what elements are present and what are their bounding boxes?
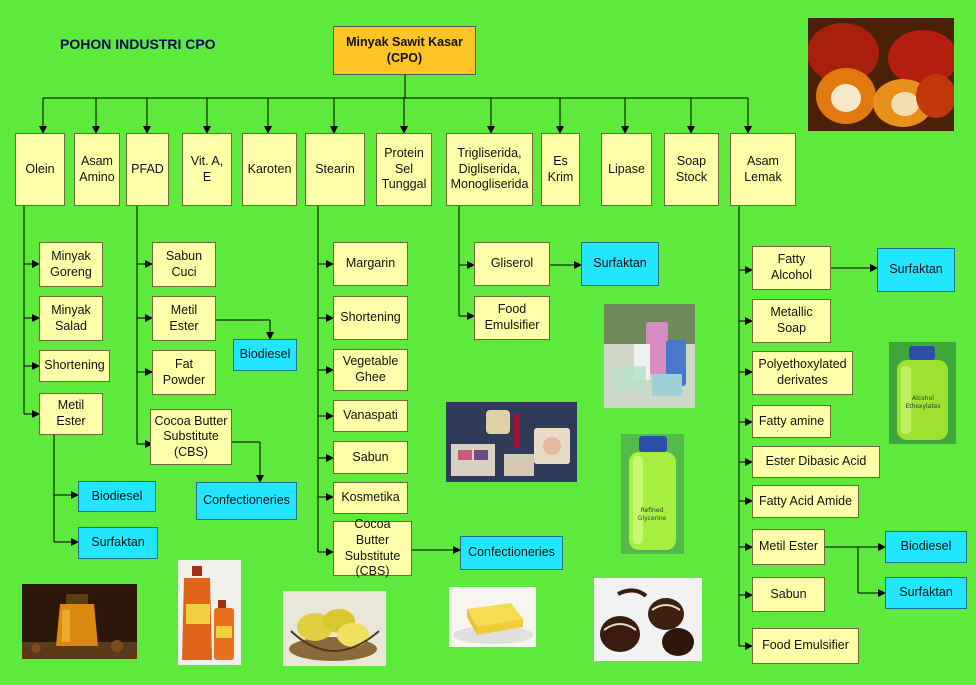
- node-olein: Olein: [15, 133, 65, 206]
- svg-text:Refined: Refined: [641, 507, 664, 514]
- node-soap-stock: Soap Stock: [664, 133, 719, 206]
- node-gliserol-surfaktan: Surfaktan: [581, 242, 659, 286]
- node-stearin-cbs: Cocoa Butter Substitute (CBS): [333, 517, 412, 578]
- node-fat-powder: Fat Powder: [152, 350, 216, 395]
- node-minyak-goreng: Minyak Goreng: [39, 242, 103, 287]
- node-asam-lemak: Asam Lemak: [730, 133, 796, 206]
- node-stearin-confectioneries: Confectioneries: [460, 536, 563, 570]
- node-al-sabun: Sabun: [752, 577, 825, 612]
- node-vit-ae: Vit. A, E: [182, 133, 232, 206]
- node-margarin: Margarin: [333, 242, 408, 286]
- node-olein-biodiesel: Biodiesel: [78, 481, 156, 512]
- cleaning-products-photo: [604, 304, 695, 408]
- node-karoten: Karoten: [242, 133, 297, 206]
- node-olein-surfaktan: Surfaktan: [78, 527, 158, 559]
- soap-bars-photo: [283, 591, 386, 666]
- node-al-surfaktan-2: Surfaktan: [885, 577, 967, 609]
- node-polyethoxylated: Polyethoxylated derivates: [752, 351, 853, 395]
- svg-text:Alcohol: Alcohol: [912, 395, 934, 402]
- node-fatty-acid-amide: Fatty Acid Amide: [752, 485, 859, 518]
- node-al-food-emulsifier: Food Emulsifier: [752, 628, 859, 664]
- node-pfad: PFAD: [126, 133, 169, 206]
- chocolates-photo: [594, 578, 702, 661]
- node-ester-dibasic-acid: Ester Dibasic Acid: [752, 446, 880, 478]
- diagram-title: POHON INDUSTRI CPO: [60, 36, 216, 52]
- refined-glycerine-photo: Refined Glycerine: [621, 434, 684, 554]
- node-sabun: Sabun: [333, 441, 408, 474]
- svg-text:Glycerine: Glycerine: [638, 515, 667, 522]
- root-cpo-node: Minyak Sawit Kasar (CPO): [333, 26, 476, 75]
- node-olein-metil-ester: Metil Ester: [39, 393, 103, 435]
- node-fatty-amine: Fatty amine: [752, 405, 831, 438]
- node-trig-food-emulsifier: Food Emulsifier: [474, 296, 550, 340]
- palm-fruit-photo: [808, 18, 954, 131]
- node-al-biodiesel: Biodiesel: [885, 531, 967, 563]
- node-stearin: Stearin: [305, 133, 365, 206]
- node-metallic-soap: Metallic Soap: [752, 299, 831, 343]
- node-pfad-cbs: Cocoa Butter Substitute (CBS): [150, 409, 232, 465]
- node-es-krim: Es Krim: [541, 133, 580, 206]
- node-minyak-salad: Minyak Salad: [39, 296, 103, 341]
- node-olein-shortening: Shortening: [39, 350, 110, 382]
- node-kosmetika: Kosmetika: [333, 482, 408, 514]
- node-stearin-shortening: Shortening: [333, 296, 408, 340]
- node-vanaspati: Vanaspati: [333, 400, 408, 432]
- node-vegetable-ghee: Vegetable Ghee: [333, 349, 408, 391]
- node-fatty-alcohol: Fatty Alcohol: [752, 246, 831, 290]
- svg-text:Ethoxylates: Ethoxylates: [905, 403, 940, 410]
- margarine-photo: [449, 587, 536, 647]
- cosmetics-photo: [446, 402, 577, 482]
- oil-jug-photo: [22, 584, 137, 659]
- alcohol-ethoxylates-photo: Alcohol Ethoxylates: [889, 342, 956, 444]
- node-al-metil-ester: Metil Ester: [752, 529, 825, 565]
- node-trigliserida: Trigliserida, Digliserida, Monogliserida: [446, 133, 533, 206]
- node-pfad-metil-ester: Metil Ester: [152, 296, 216, 341]
- node-protein-sel-tunggal: Protein Sel Tunggal: [376, 133, 432, 206]
- node-pfad-confectioneries: Confectioneries: [196, 482, 297, 520]
- cooking-oil-bottles-photo: [178, 560, 241, 665]
- node-al-surfaktan: Surfaktan: [877, 248, 955, 292]
- node-sabun-cuci: Sabun Cuci: [152, 242, 216, 287]
- node-lipase: Lipase: [601, 133, 652, 206]
- node-pfad-biodiesel: Biodiesel: [233, 339, 297, 371]
- node-gliserol: Gliserol: [474, 242, 550, 286]
- node-asam-amino: Asam Amino: [74, 133, 120, 206]
